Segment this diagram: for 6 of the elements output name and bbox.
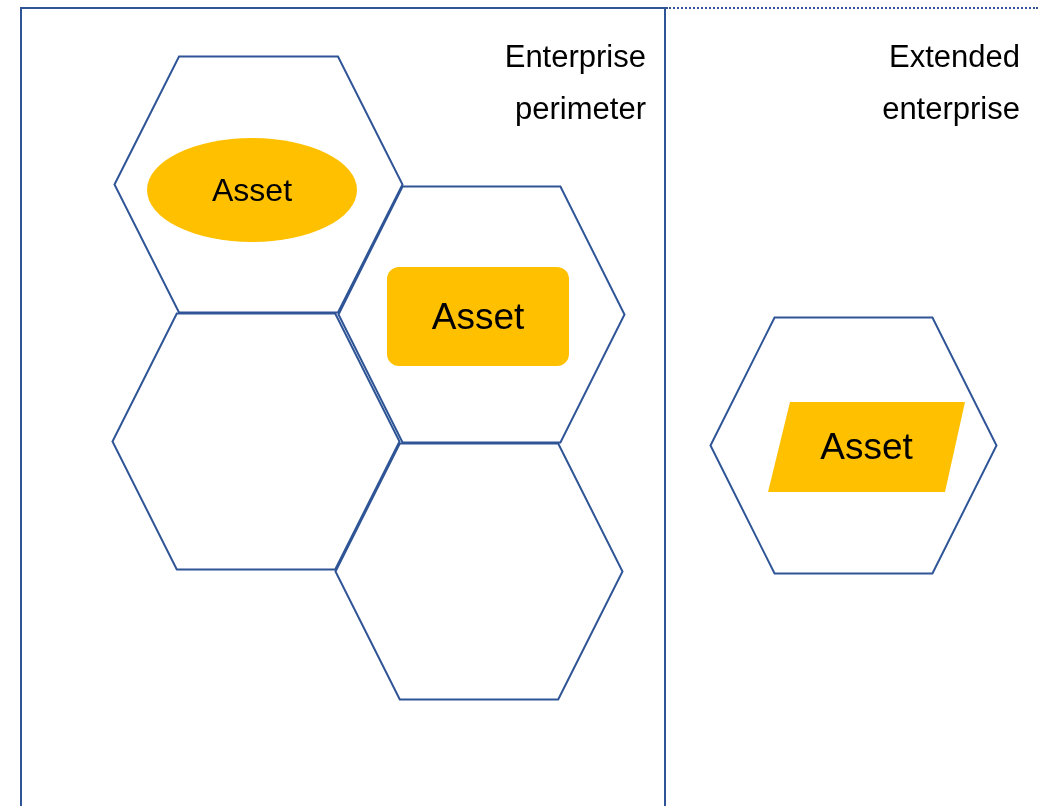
region-label: Extended enterprise: [881, 38, 1020, 128]
asset-label: Asset: [211, 171, 293, 209]
asset-label: Asset: [430, 295, 526, 338]
region-panel: [20, 7, 666, 806]
region-label: Enterprise perimeter: [503, 38, 646, 128]
asset-label: Asset: [819, 426, 914, 468]
